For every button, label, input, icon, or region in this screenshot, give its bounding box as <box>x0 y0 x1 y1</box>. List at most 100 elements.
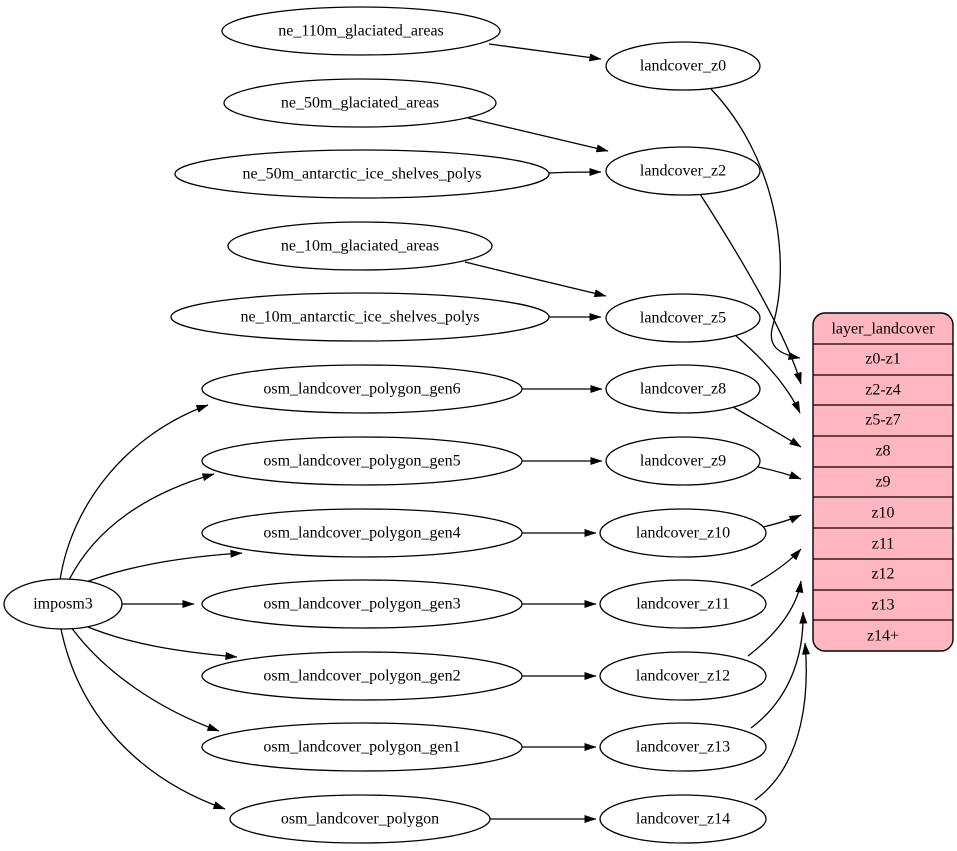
node-label: osm_landcover_polygon_gen5 <box>263 453 460 470</box>
node-osm-landcover-polygon-gen2: osm_landcover_polygon_gen2 <box>201 651 523 701</box>
edge-ne110m-z0 <box>488 43 602 62</box>
node-ne-10m-antarctic-ice-shelves-polys: ne_10m_antarctic_ice_shelves_polys <box>170 292 550 342</box>
node-label: osm_landcover_polygon_gen1 <box>263 739 460 756</box>
node-label: landcover_z12 <box>636 668 730 685</box>
node-shape <box>605 293 761 343</box>
node-label: landcover_z13 <box>636 739 730 756</box>
node-shape <box>221 6 501 56</box>
edge-z10-row-z10 <box>762 514 802 528</box>
node-landcover-z13: landcover_z13 <box>599 722 767 772</box>
node-ne-110m-glaciated-areas: ne_110m_glaciated_areas <box>221 6 501 56</box>
record-row-z5-z7: z5-z7 <box>865 412 901 429</box>
node-label: imposm3 <box>33 596 93 613</box>
node-landcover-z12: landcover_z12 <box>599 651 767 701</box>
node-shape <box>170 292 550 342</box>
node-shape <box>599 579 767 629</box>
node-osm-landcover-polygon-gen6: osm_landcover_polygon_gen6 <box>201 364 523 414</box>
node-shape <box>599 722 767 772</box>
record-row-z14plus: z14+ <box>867 628 899 645</box>
node-label: landcover_z10 <box>636 525 730 542</box>
record-row-z8: z8 <box>875 443 890 460</box>
node-landcover-z11: landcover_z11 <box>599 579 767 629</box>
node-shape <box>599 794 767 844</box>
node-shape <box>201 436 523 486</box>
record-shape <box>812 312 954 652</box>
record-row-z2-z4: z2-z4 <box>865 382 901 399</box>
record-row-z13: z13 <box>871 597 894 614</box>
edge-ne10m-glaciated-z5 <box>464 261 607 298</box>
record-title: layer_landcover <box>831 321 935 338</box>
node-label: osm_landcover_polygon <box>281 811 439 828</box>
node-label: ne_110m_glaciated_areas <box>278 23 444 40</box>
node-landcover-z8: landcover_z8 <box>605 364 761 414</box>
node-label: landcover_z9 <box>640 453 726 470</box>
edge-imposm3-gen1 <box>70 626 220 732</box>
record-row-z11: z11 <box>872 536 895 553</box>
node-label: osm_landcover_polygon_gen6 <box>263 381 460 398</box>
node-label: ne_10m_antarctic_ice_shelves_polys <box>240 309 479 326</box>
node-label: landcover_z2 <box>640 163 726 180</box>
node-shape <box>201 364 523 414</box>
node-shape <box>201 722 523 772</box>
node-shape <box>605 41 761 91</box>
node-label: landcover_z0 <box>640 58 726 75</box>
edge-z14-row-z14plus <box>754 642 811 801</box>
node-label: landcover_z14 <box>636 811 730 828</box>
record-row-z9: z9 <box>875 474 890 491</box>
node-label: osm_landcover_polygon_gen4 <box>263 525 460 542</box>
edge-imposm3-gen6 <box>59 404 209 581</box>
node-shape <box>201 651 523 701</box>
node-osm-landcover-polygon-gen1: osm_landcover_polygon_gen1 <box>201 722 523 772</box>
node-label: ne_50m_antarctic_ice_shelves_polys <box>242 166 481 183</box>
edge-z2-row-z2-z4 <box>699 193 802 385</box>
node-shape <box>201 579 523 629</box>
node-label: ne_50m_glaciated_areas <box>281 95 439 112</box>
node-shape <box>605 146 761 196</box>
node-label: osm_landcover_polygon_gen3 <box>263 596 460 613</box>
node-ne-50m-antarctic-ice-shelves-polys: ne_50m_antarctic_ice_shelves_polys <box>174 149 550 199</box>
node-shape <box>201 508 523 558</box>
node-label: landcover_z8 <box>640 381 726 398</box>
node-label: landcover_z5 <box>640 310 726 327</box>
node-shape <box>605 436 761 486</box>
node-osm-landcover-polygon: osm_landcover_polygon <box>229 794 491 844</box>
record-row-z12: z12 <box>871 566 894 583</box>
edge-z5-row-z5-z7 <box>735 335 801 414</box>
edge-imposm3-gen4 <box>80 549 243 585</box>
edge-imposm3-gen2 <box>80 623 238 660</box>
node-ne-10m-glaciated-areas: ne_10m_glaciated_areas <box>227 221 493 271</box>
node-landcover-z10: landcover_z10 <box>599 508 767 558</box>
node-label: osm_landcover_polygon_gen2 <box>263 668 460 685</box>
node-shape <box>599 651 767 701</box>
record-row-z10: z10 <box>871 505 894 522</box>
node-shape <box>605 364 761 414</box>
node-ne-50m-glaciated-areas: ne_50m_glaciated_areas <box>223 78 497 128</box>
node-shape <box>223 78 497 128</box>
node-osm-landcover-polygon-gen4: osm_landcover_polygon_gen4 <box>201 508 523 558</box>
node-label: ne_10m_glaciated_areas <box>281 238 439 255</box>
node-imposm3: imposm3 <box>3 578 123 630</box>
node-shape <box>227 221 493 271</box>
node-label: landcover_z11 <box>636 596 730 613</box>
node-osm-landcover-polygon-gen3: osm_landcover_polygon_gen3 <box>201 579 523 629</box>
record-row-z0-z1: z0-z1 <box>865 351 901 368</box>
record-layer-landcover: layer_landcover z0-z1 z2-z4 z5-z7 z8 z9 … <box>812 312 954 652</box>
node-shape <box>599 508 767 558</box>
edge-z0-row-z0-z1 <box>710 88 801 360</box>
edge-z12-row-z12 <box>747 580 804 657</box>
edge-ne50m-antarctic-z2 <box>548 168 602 177</box>
edge-z11-row-z11 <box>750 548 802 587</box>
node-shape <box>229 794 491 844</box>
node-shape <box>174 149 550 199</box>
edge-z8-row-z8 <box>732 406 802 448</box>
edge-z13-row-z13 <box>750 611 808 729</box>
node-landcover-z5: landcover_z5 <box>605 293 761 343</box>
edge-ne50m-glaciated-z2 <box>467 117 609 153</box>
node-osm-landcover-polygon-gen5: osm_landcover_polygon_gen5 <box>201 436 523 486</box>
edge-imposm3-gen5 <box>68 473 215 581</box>
node-landcover-z0: landcover_z0 <box>605 41 761 91</box>
edge-z9-row-z9 <box>757 466 802 480</box>
node-shape <box>3 578 123 630</box>
